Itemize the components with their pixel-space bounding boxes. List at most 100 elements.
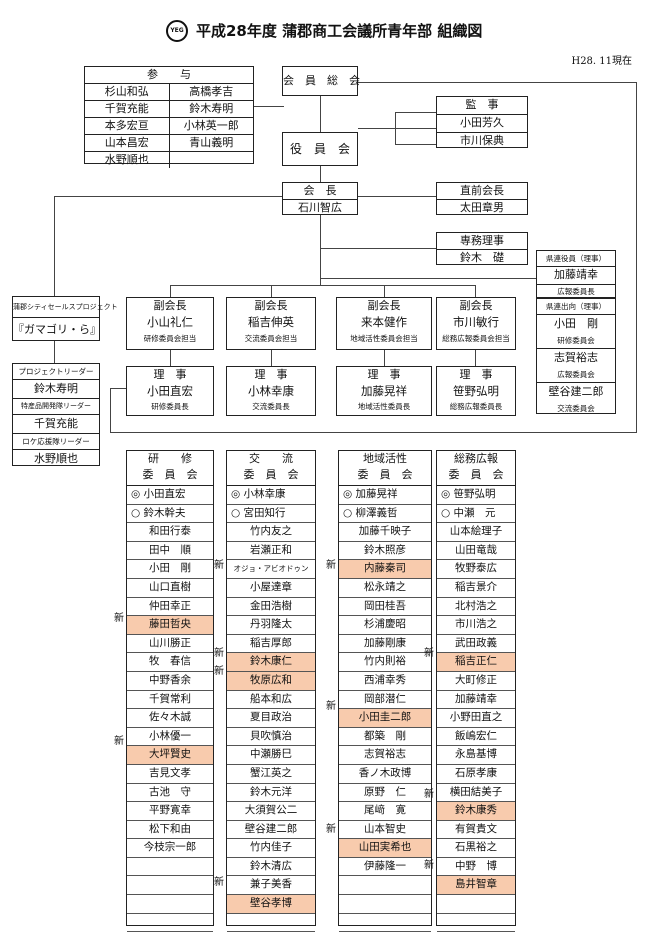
committee-member: 都築 剛	[339, 728, 431, 747]
committee-member: 内藤秦司	[339, 560, 431, 579]
committee-member	[227, 932, 315, 950]
past-president-box: 直前会長 太田章男	[436, 182, 528, 215]
president-name: 石川智広	[298, 201, 342, 214]
director-role: 研修委員長	[151, 402, 189, 411]
committee-member: 鈴木照彦	[339, 542, 431, 561]
committee-name-line2: 委 員 会	[448, 468, 504, 481]
committee-member: ◎ 小林幸康	[227, 486, 315, 505]
prefecture-officer-name: 加藤靖幸	[537, 267, 615, 285]
committee-member: 牧原広和	[227, 671, 315, 691]
committee-member: ◎ 笹野弘明	[437, 486, 515, 505]
new-member-mark: 新	[214, 648, 224, 660]
committee-member: 竹内佳子	[227, 839, 315, 858]
committee-member: 船本和広	[227, 691, 315, 710]
committee-member: 西浦幸秀	[339, 672, 431, 691]
new-member-mark: 新	[424, 648, 434, 660]
dispatch-name: 志賀裕志	[554, 351, 598, 364]
prefecture-officer-role: 広報委員長	[557, 287, 595, 296]
managing-director-title: 専務理事	[437, 233, 527, 250]
vp-title: 副会長	[459, 299, 493, 312]
committee-member: 加藤千映子	[339, 523, 431, 542]
vp-title: 副会長	[153, 299, 187, 312]
committee-name-line1: 交 流	[249, 452, 293, 465]
director-title: 理 事	[153, 368, 187, 381]
committee-member	[127, 895, 213, 914]
vice-president-box: 副会長 市川敏行 総務広報委員会担当	[436, 297, 516, 350]
committee-name-line1: 総務広報	[454, 452, 498, 465]
dispatch-name: 壁谷建二郎	[548, 385, 604, 398]
advisor-name: 山本昌宏	[85, 135, 169, 152]
committee-name-line2: 委 員 会	[243, 468, 299, 481]
leader-label: プロジェクトリーダー	[13, 364, 99, 380]
committee-member: 金田浩樹	[227, 598, 315, 617]
committee-member: 小野田直之	[437, 709, 515, 728]
past-president-title: 直前会長	[437, 183, 527, 200]
advisor-name: 杉山和弘	[85, 84, 169, 101]
committee-member: 小田圭二郎	[339, 709, 431, 728]
advisors-table: 参 与 杉山和弘 千賀充能 本多宏亘 山本昌宏 水野順也 高橋孝吉 鈴木寿明 小…	[84, 66, 254, 168]
committee-box: 交 流委 員 会◎ 小林幸康○ 宮田知行竹内友之岩瀬正和オジョ・アビオドゥン小屋…	[226, 450, 316, 933]
leader-label: 特産品開発隊リーダー	[13, 399, 99, 415]
committee-member: 岡部潜仁	[339, 691, 431, 710]
new-member-mark: 新	[326, 824, 336, 836]
committee-member: 永島基博	[437, 746, 515, 765]
committee-member: 鈴木元洋	[227, 784, 315, 803]
vp-role: 交流委員会担当	[244, 334, 298, 343]
director-title: 理 事	[367, 368, 401, 381]
advisor-name: 青山義明	[169, 135, 253, 152]
vp-name: 来本健作	[361, 315, 407, 329]
dispatch-role: 研修委員会	[537, 333, 615, 349]
board-box: 役 員 会	[282, 132, 358, 166]
committee-member: 大町修正	[437, 672, 515, 691]
committee-member: 藤田哲央	[127, 616, 213, 635]
committee-member: オジョ・アビオドゥン	[227, 560, 315, 579]
president-box: 会 長 石川智広	[282, 182, 358, 215]
committee-member: 大須賀公二	[227, 802, 315, 821]
new-member-mark: 新	[424, 789, 434, 801]
committee-member: 横田結美子	[437, 784, 515, 803]
committee-member: 山川勝正	[127, 635, 213, 654]
committee-member: 山田竜哉	[437, 542, 515, 561]
committee-member: 山口直樹	[127, 579, 213, 598]
committee-member: 壁谷建二郎	[227, 821, 315, 840]
director-title: 理 事	[459, 368, 493, 381]
director-box: 理 事 笹野弘明 総務広報委員長	[436, 366, 516, 416]
logo: YEG	[166, 20, 188, 42]
prefecture-officer-header: 県連役員（理事）	[537, 251, 615, 267]
committee-member: 稲吉景介	[437, 579, 515, 598]
committee-member: 中野 博	[437, 858, 515, 877]
committee-member	[339, 876, 431, 896]
new-member-mark: 新	[326, 560, 336, 572]
vp-name: 稲吉伸英	[248, 315, 294, 329]
past-president-name: 太田章男	[460, 201, 504, 214]
vp-name: 市川敏行	[453, 315, 499, 329]
committee-member: 平野寛幸	[127, 802, 213, 821]
committee-member: 仲田幸正	[127, 598, 213, 617]
committee-member: 千賀常利	[127, 691, 213, 710]
new-member-mark: 新	[114, 736, 124, 748]
committee-member: 小林優一	[127, 728, 213, 747]
committee-member: 和田行泰	[127, 523, 213, 542]
committee-member: 岩瀬正和	[227, 542, 315, 561]
new-member-mark: 新	[326, 701, 336, 713]
committee-member: 蟹江英之	[227, 765, 315, 784]
committee-member: ◎ 加藤晃祥	[339, 486, 431, 505]
leader-label: ロケ応援隊リーダー	[13, 434, 99, 450]
city-sales-name: 『ガマゴリ・ら』	[13, 323, 101, 336]
committee-member: 古池 守	[127, 784, 213, 803]
city-sales-box: 蒲郡シティセールスプロジェクト 『ガマゴリ・ら』	[12, 296, 118, 341]
committee-member: 兼子美香	[227, 876, 315, 896]
vp-role: 研修委員会担当	[143, 334, 197, 343]
committee-member: ○ 柳澤義哲	[339, 505, 431, 524]
committee-member	[437, 932, 515, 950]
committee-member: 中瀬勝巳	[227, 746, 315, 765]
committee-member	[127, 932, 213, 950]
advisor-name: 千賀充能	[85, 101, 169, 118]
committee-member: 小田 剛	[127, 560, 213, 579]
president-title: 会 長	[283, 183, 357, 200]
committee-member: 武田政義	[437, 635, 515, 654]
vp-name: 小山礼仁	[147, 315, 193, 329]
committee-member: 尾﨑 寛	[339, 802, 431, 821]
committee-member: 有賀貴文	[437, 821, 515, 840]
committee-member	[127, 876, 213, 896]
